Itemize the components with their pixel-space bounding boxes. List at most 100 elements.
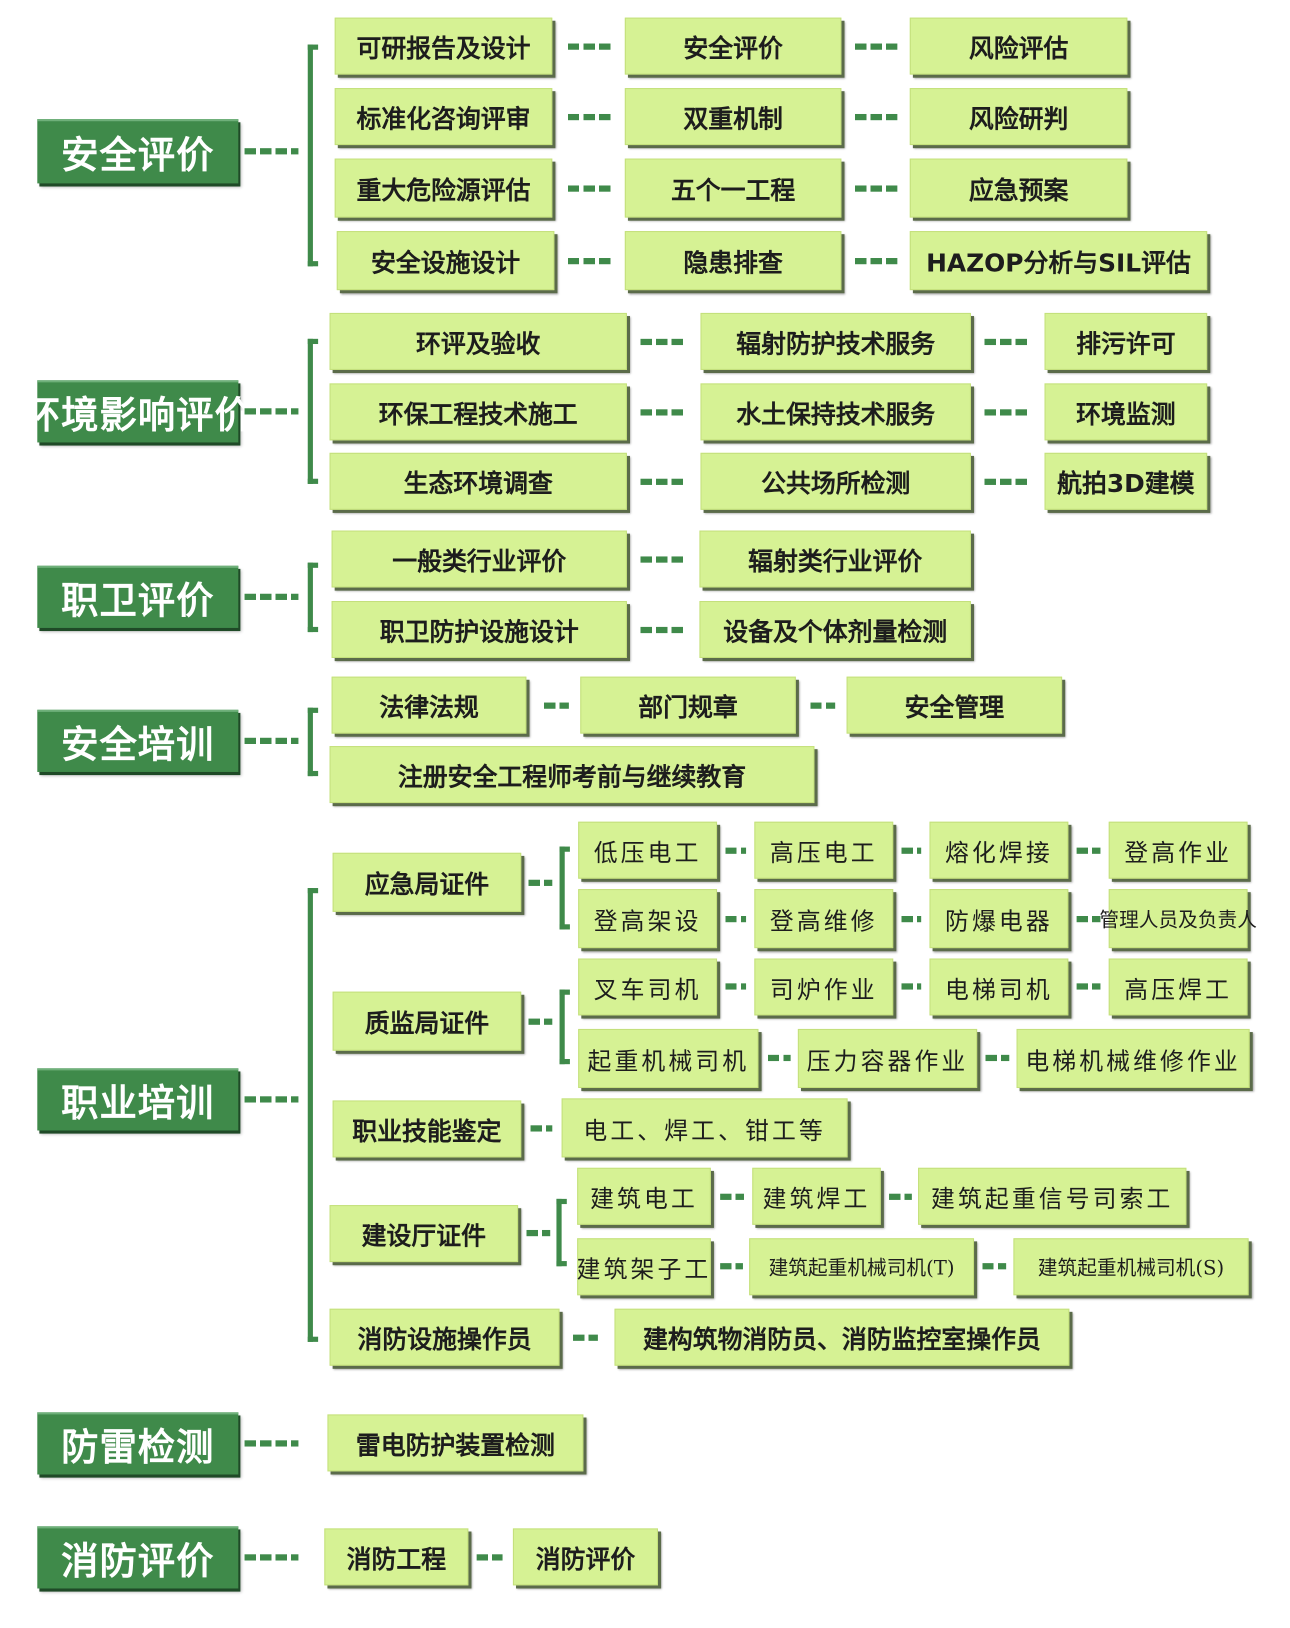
connector-dash — [1076, 847, 1101, 854]
service-box: 安全管理 — [846, 676, 1063, 734]
service-box: 建设厅证件 — [329, 1205, 519, 1263]
service-box: 消防设施操作员 — [329, 1308, 560, 1366]
service-box: 建筑起重机械司机(S) — [1013, 1238, 1249, 1296]
service-box: 职卫防护设施设计 — [331, 600, 627, 658]
connector-dash — [244, 408, 299, 415]
connector-dash — [725, 915, 747, 922]
service-box: 起重机械司机 — [578, 1028, 759, 1089]
service-box: 建筑起重机械司机(T) — [749, 1238, 975, 1296]
service-box: 登高架设 — [578, 889, 718, 949]
service-box: 排污许可 — [1044, 312, 1208, 370]
service-box: 一般类行业评价 — [331, 530, 627, 588]
service-box: 公共场所检测 — [700, 452, 971, 510]
service-box: 建筑架子工 — [577, 1238, 711, 1296]
connector-dash — [640, 555, 684, 563]
service-box: 防爆电器 — [929, 889, 1069, 949]
connector-dash — [567, 184, 612, 192]
bracket-connector — [559, 989, 570, 1065]
connector-dash — [720, 1263, 743, 1270]
service-box: 压力容器作业 — [797, 1028, 978, 1089]
service-box: 可研报告及设计 — [334, 17, 553, 75]
service-box: 安全设施设计 — [336, 231, 555, 291]
service-box: 注册安全工程师考前与继续教育 — [329, 746, 815, 804]
service-box: 双重机制 — [624, 88, 842, 146]
service-box: 航拍3D建模 — [1044, 452, 1208, 510]
category-box: 环境影响评价 — [23, 380, 252, 443]
service-box: 建筑电工 — [577, 1167, 711, 1225]
service-box: 消防工程 — [324, 1528, 469, 1586]
connector-dash — [901, 847, 922, 854]
service-box: 设备及个体剂量检测 — [699, 600, 971, 658]
service-box: 管理人员及负责人 — [1099, 889, 1257, 949]
category-box: 安全评价 — [37, 119, 239, 184]
connector-dash — [1076, 983, 1101, 990]
connector-dash — [244, 1440, 299, 1447]
connector-dash — [640, 626, 684, 633]
connector-dash — [244, 148, 299, 155]
connector-dash — [854, 113, 898, 120]
service-box: 建筑起重信号司索工 — [918, 1167, 1187, 1225]
service-box: 法律法规 — [331, 676, 527, 734]
connector-dash — [528, 1018, 553, 1025]
service-box: 安全评价 — [624, 17, 842, 75]
connector-dash — [725, 847, 747, 854]
bracket-connector — [307, 888, 319, 1342]
service-box: 辐射类行业评价 — [699, 530, 971, 588]
bracket-connector — [559, 846, 570, 930]
service-box: 标准化咨询评审 — [334, 88, 553, 146]
connector-dash — [1076, 915, 1101, 922]
service-box: 电梯司机 — [929, 958, 1069, 1016]
service-box: 雷电防护装置检测 — [327, 1414, 584, 1472]
bracket-connector — [307, 338, 319, 484]
service-box: 电梯机械维修作业 — [1016, 1028, 1250, 1089]
connector-dash — [725, 983, 747, 990]
connector-dash — [810, 702, 836, 709]
category-box: 职卫评价 — [37, 565, 239, 628]
connector-dash — [244, 593, 299, 600]
connector-dash — [640, 408, 684, 415]
bracket-connector — [307, 707, 319, 777]
connector-dash — [244, 1554, 299, 1561]
connector-dash — [530, 1125, 553, 1132]
bracket-connector — [307, 44, 319, 267]
connector-dash — [889, 1193, 912, 1200]
service-box: 登高作业 — [1108, 821, 1248, 879]
service-box: 风险研判 — [909, 88, 1128, 146]
service-box: 高压电工 — [754, 821, 894, 879]
connector-dash — [984, 408, 1028, 415]
connector-dash — [640, 478, 684, 485]
service-box: 辐射防护技术服务 — [700, 312, 971, 370]
service-box: 风险评估 — [909, 17, 1128, 75]
connector-dash — [476, 1554, 503, 1561]
category-box: 消防评价 — [37, 1526, 239, 1589]
connector-dash — [984, 338, 1028, 345]
service-box: HAZOP分析与SIL评估 — [909, 231, 1208, 291]
service-box: 建构筑物消防员、消防监控室操作员 — [614, 1308, 1070, 1366]
connector-dash — [567, 43, 612, 50]
bracket-connector — [556, 1198, 567, 1267]
service-box: 五个一工程 — [624, 158, 842, 218]
service-box: 司炉作业 — [754, 958, 894, 1016]
connector-dash — [720, 1193, 744, 1200]
connector-dash — [901, 983, 922, 990]
service-box: 生态环境调查 — [329, 452, 627, 510]
service-box: 隐患排查 — [624, 231, 842, 291]
connector-dash — [526, 1229, 551, 1237]
service-box: 质监局证件 — [332, 991, 522, 1051]
connector-dash — [528, 879, 553, 886]
connector-dash — [901, 915, 922, 922]
service-box: 环境监测 — [1044, 383, 1208, 441]
service-box: 环评及验收 — [329, 312, 627, 370]
service-box: 应急局证件 — [332, 852, 522, 912]
service-box: 环保工程技术施工 — [329, 383, 627, 441]
connector-dash — [244, 737, 299, 744]
connector-dash — [573, 1334, 598, 1341]
service-box: 高压焊工 — [1108, 958, 1248, 1016]
connector-dash — [982, 1263, 1007, 1270]
connector-dash — [640, 338, 684, 345]
service-box: 职业技能鉴定 — [332, 1100, 522, 1158]
service-box: 登高维修 — [754, 889, 894, 949]
connector-dash — [767, 1054, 791, 1062]
service-box: 水土保持技术服务 — [700, 383, 971, 441]
